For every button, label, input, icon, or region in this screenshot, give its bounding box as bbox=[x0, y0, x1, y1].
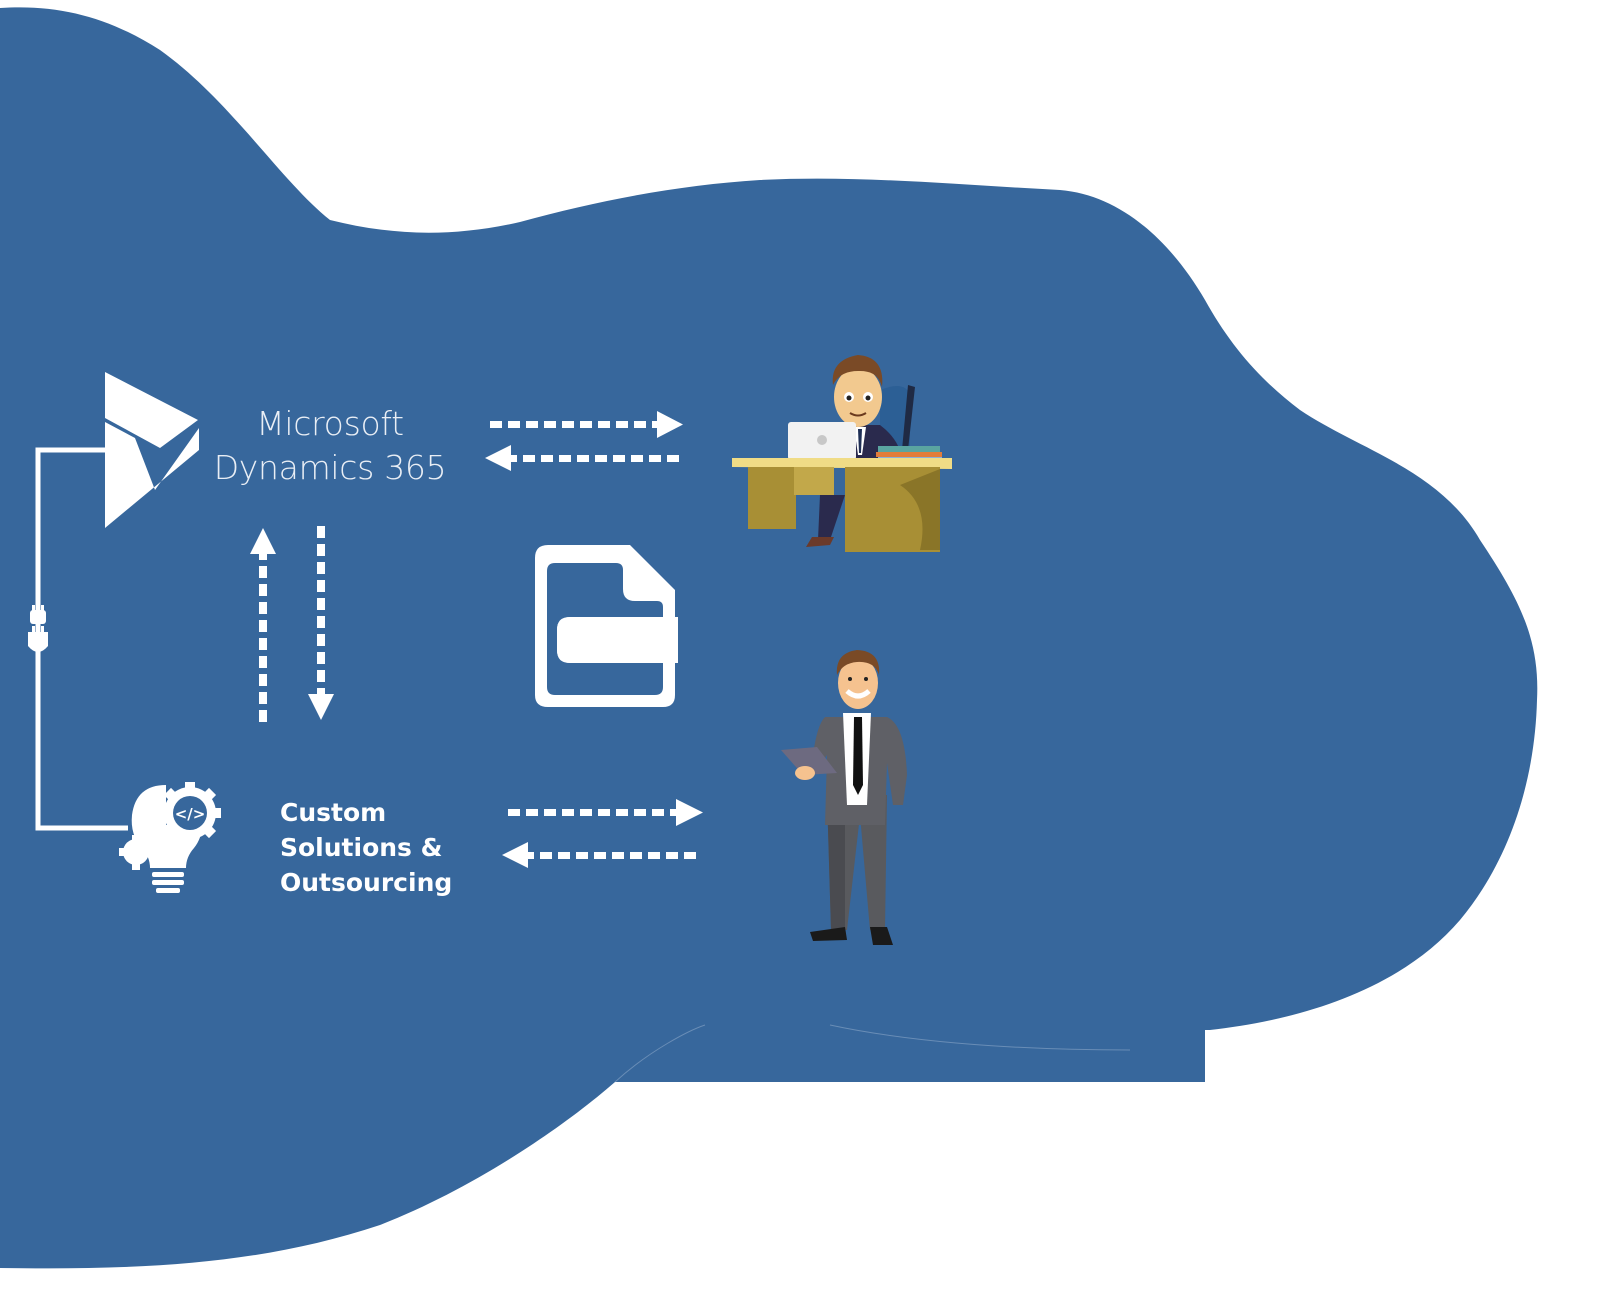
custom-solutions-line3: Outsourcing bbox=[280, 868, 453, 897]
dynamics-label-line2: Dynamics 365 bbox=[213, 448, 447, 487]
arrow-down-icon bbox=[308, 526, 334, 720]
custom-solutions-line1: Custom bbox=[280, 798, 387, 827]
arrow-right-icon bbox=[490, 411, 683, 438]
arrows-custom-standing bbox=[502, 799, 703, 868]
plug-connector-icon bbox=[28, 605, 48, 652]
plug-cable-connector bbox=[28, 447, 128, 831]
code-symbol: </> bbox=[175, 805, 206, 823]
custom-solutions-label: Custom Solutions & Outsourcing bbox=[280, 795, 500, 900]
arrows-dynamics-custom bbox=[250, 526, 334, 722]
arrow-left-icon bbox=[502, 842, 696, 868]
dynamics-label: Microsoft Dynamics 365 bbox=[200, 402, 460, 490]
dynamics-365-logo-icon bbox=[105, 372, 199, 528]
arrow-left-icon bbox=[485, 445, 679, 471]
document-icon bbox=[535, 545, 678, 707]
businessman-standing-with-tablet-illustration bbox=[781, 650, 907, 945]
dynamics-label-line1: Microsoft bbox=[256, 404, 404, 443]
lightbulb-gear-code-icon: </> bbox=[119, 782, 221, 893]
custom-solutions-line2: Solutions & bbox=[280, 833, 443, 862]
arrow-up-icon bbox=[250, 528, 276, 722]
arrow-right-icon bbox=[508, 799, 703, 826]
arrows-dynamics-office bbox=[485, 411, 683, 471]
businessman-at-desk-with-laptop-illustration bbox=[732, 355, 952, 552]
